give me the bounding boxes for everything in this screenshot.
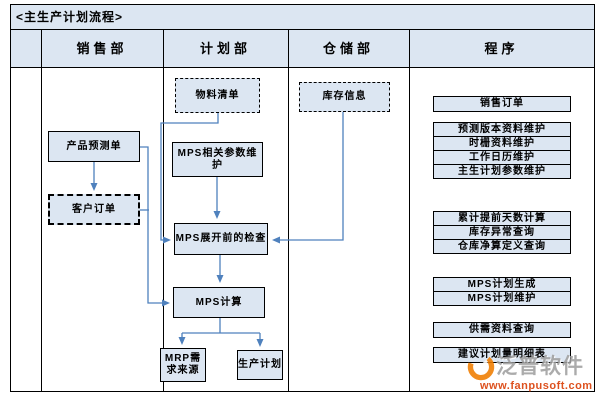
lane-header-planning: 计划部 (199, 41, 251, 56)
node-customer-order: 客户订单 (48, 194, 140, 225)
node-mps-check: MPS展开前的检查 (174, 223, 268, 255)
program-group-3: 累计提前天数计算 库存异常查询 仓库净算定义查询 (433, 211, 571, 254)
program-suggested-plan: 建议计划量明细表 (458, 349, 546, 360)
node-mps-params: MPS相关参数维护 (172, 142, 263, 177)
lane-divider-3 (288, 30, 289, 391)
watermark-brand: 泛普软件 (496, 355, 584, 378)
program-mps-param-maint: 主生计划参数维护 (434, 164, 570, 178)
diagram-title: <主生产计划流程> (11, 5, 594, 30)
program-work-calendar: 工作日历维护 (434, 150, 570, 164)
node-mrp-source: MRP需求来源 (160, 348, 206, 382)
program-cum-lead-days: 累计提前天数计算 (458, 213, 546, 224)
lane-header-sales: 销售部 (76, 41, 128, 56)
program-group-2: 预测版本资料维护 时栅资料维护 工作日历维护 主生计划参数维护 (433, 122, 571, 179)
lane-header-row: 销售部 计划部 仓储部 程序 (11, 30, 594, 68)
program-time-fence: 时栅资料维护 (434, 136, 570, 150)
node-inventory-info: 库存信息 (299, 82, 390, 112)
fanpu-logo-icon (467, 353, 495, 381)
node-product-forecast: 产品预测单 (48, 131, 140, 162)
program-supply-demand: 供需资料查询 (469, 324, 535, 335)
program-group-6: 建议计划量明细表 (433, 347, 571, 363)
lane-divider-1 (41, 30, 42, 391)
program-group-5: 供需资料查询 (433, 322, 571, 338)
diagram-frame: <主生产计划流程> 销售部 计划部 仓储部 程序 (10, 4, 595, 392)
program-inventory-exception: 库存异常查询 (434, 225, 570, 239)
node-production-plan: 生产计划 (237, 350, 283, 380)
lane-divider-4 (409, 30, 410, 391)
program-group-4: MPS计划生成 MPS计划维护 (433, 277, 571, 306)
program-sales-order: 销售订单 (480, 98, 524, 109)
watermark: 泛普软件 www.fanpusoft.com (466, 352, 604, 392)
lane-header-warehouse: 仓储部 (322, 41, 374, 56)
lane-header-empty (11, 30, 41, 67)
program-mps-generate: MPS计划生成 (467, 279, 537, 290)
program-group-1: 销售订单 (433, 96, 571, 112)
program-warehouse-net: 仓库净算定义查询 (434, 239, 570, 253)
lane-header-programs: 程序 (484, 41, 519, 56)
lane-divider-2 (163, 30, 164, 391)
program-forecast-version: 预测版本资料维护 (458, 124, 546, 135)
node-mps-calc: MPS计算 (173, 287, 265, 318)
program-mps-maintain: MPS计划维护 (434, 291, 570, 305)
watermark-url: www.fanpusoft.com (480, 380, 593, 392)
node-bom: 物料清单 (175, 78, 260, 113)
